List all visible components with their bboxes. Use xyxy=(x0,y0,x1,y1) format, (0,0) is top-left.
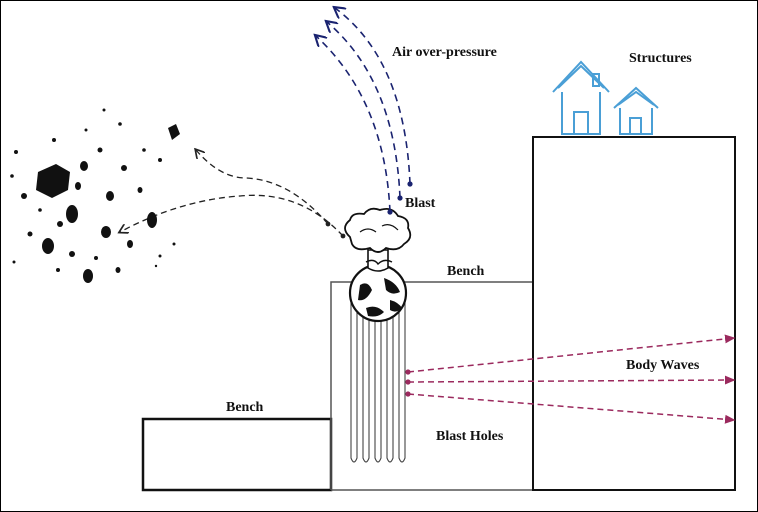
bench-label-top: Bench xyxy=(447,264,485,279)
mushroom-cloud-icon xyxy=(344,207,412,323)
middle-bench xyxy=(330,281,533,490)
left-bench xyxy=(141,417,333,492)
blast-hole xyxy=(374,284,382,463)
rock-fragments-icon xyxy=(10,108,180,283)
blast-hole xyxy=(362,284,370,463)
body-wave-arrows xyxy=(407,334,736,424)
blast-hole xyxy=(398,284,406,463)
blast-hole xyxy=(386,284,394,463)
body-wave-arrow xyxy=(407,334,736,373)
structures-label: Structures xyxy=(629,51,692,66)
air-overpressure-arrow xyxy=(327,22,401,199)
body-wave-arrow xyxy=(407,393,736,424)
bench-label-left: Bench xyxy=(226,400,264,415)
flyrock-arrow xyxy=(196,150,329,225)
air-overpressure-label: Air over-pressure xyxy=(392,45,497,60)
air-overpressure-arrow xyxy=(316,36,391,213)
blast-label: Blast xyxy=(405,196,436,211)
house-icon xyxy=(552,60,659,135)
air-overpressure-arrow xyxy=(335,8,411,185)
blast-hole xyxy=(350,284,358,463)
body-wave-arrow xyxy=(407,375,736,385)
body-waves-label: Body Waves xyxy=(626,358,700,373)
air-overpressure-arrows xyxy=(316,8,411,213)
blast-holes xyxy=(350,284,406,463)
right-bench xyxy=(532,136,736,491)
blast-holes-label: Blast Holes xyxy=(436,429,504,444)
